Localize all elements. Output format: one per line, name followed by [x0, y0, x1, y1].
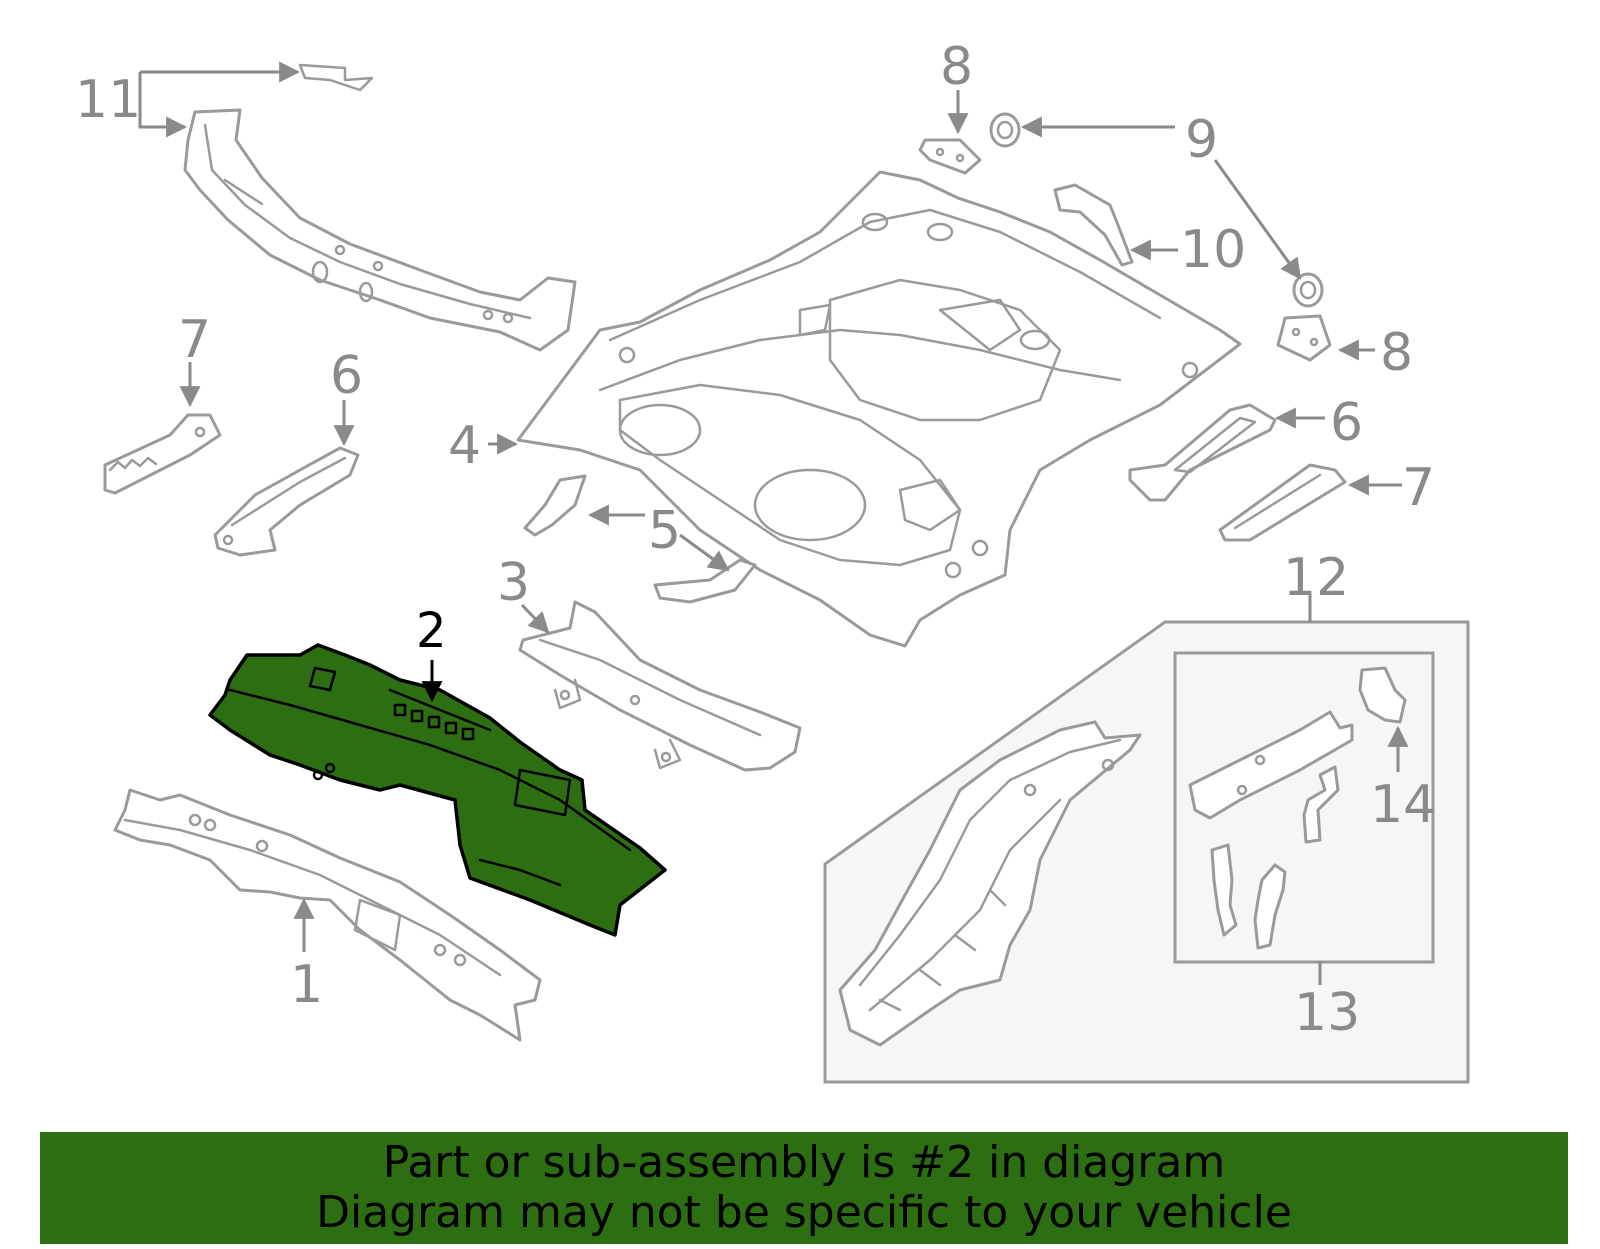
part-10-reinforcement[interactable] — [1053, 183, 1134, 267]
label-10: 10 — [1180, 220, 1246, 280]
label-11: 11 — [75, 70, 141, 130]
part-8-bracket-top[interactable] — [918, 138, 982, 175]
label-8-right: 8 — [1380, 323, 1413, 383]
label-6-right: 6 — [1330, 393, 1363, 453]
leader-9 — [1020, 116, 1302, 280]
part-2-highlighted[interactable] — [208, 643, 667, 937]
label-7-left: 7 — [178, 310, 211, 370]
part-6-rail-right[interactable] — [1128, 403, 1277, 502]
part-5-bracket-upper[interactable] — [523, 474, 587, 537]
label-1: 1 — [290, 955, 323, 1015]
part-7-bracket-left[interactable] — [103, 413, 222, 495]
part-7-bracket-right[interactable] — [1218, 463, 1347, 542]
assembly-13-box[interactable] — [1173, 651, 1435, 964]
label-2: 2 — [416, 603, 447, 659]
leader-3 — [520, 603, 550, 634]
part-8-bracket-right[interactable] — [1276, 314, 1332, 362]
label-6-left: 6 — [330, 346, 363, 406]
label-3: 3 — [497, 553, 530, 613]
leader-11 — [138, 61, 301, 138]
label-5: 5 — [648, 501, 681, 561]
info-banner: Part or sub-assembly is #2 in diagram Di… — [40, 1132, 1568, 1244]
label-12: 12 — [1283, 548, 1349, 608]
label-8-top: 8 — [940, 37, 973, 97]
part-1-side-rail[interactable] — [113, 788, 542, 1042]
part-11-crossmember[interactable] — [183, 63, 577, 352]
part-3-crossmember-rear[interactable] — [518, 600, 802, 772]
part-9-nut-bottom[interactable] — [1292, 272, 1324, 308]
banner-line-1: Part or sub-assembly is #2 in diagram — [382, 1137, 1226, 1188]
label-14: 14 — [1370, 775, 1436, 835]
label-13: 13 — [1294, 983, 1360, 1043]
part-6-rail-left[interactable] — [213, 446, 360, 557]
part-4-floor-pan[interactable] — [516, 170, 1242, 648]
label-4: 4 — [448, 416, 481, 476]
label-7-right: 7 — [1402, 458, 1435, 518]
leader-5 — [587, 504, 730, 572]
part-5-bracket-lower[interactable] — [653, 558, 757, 604]
part-9-nut-top[interactable] — [989, 112, 1021, 148]
banner-line-2: Diagram may not be specific to your vehi… — [316, 1187, 1292, 1238]
label-9: 9 — [1185, 110, 1218, 170]
